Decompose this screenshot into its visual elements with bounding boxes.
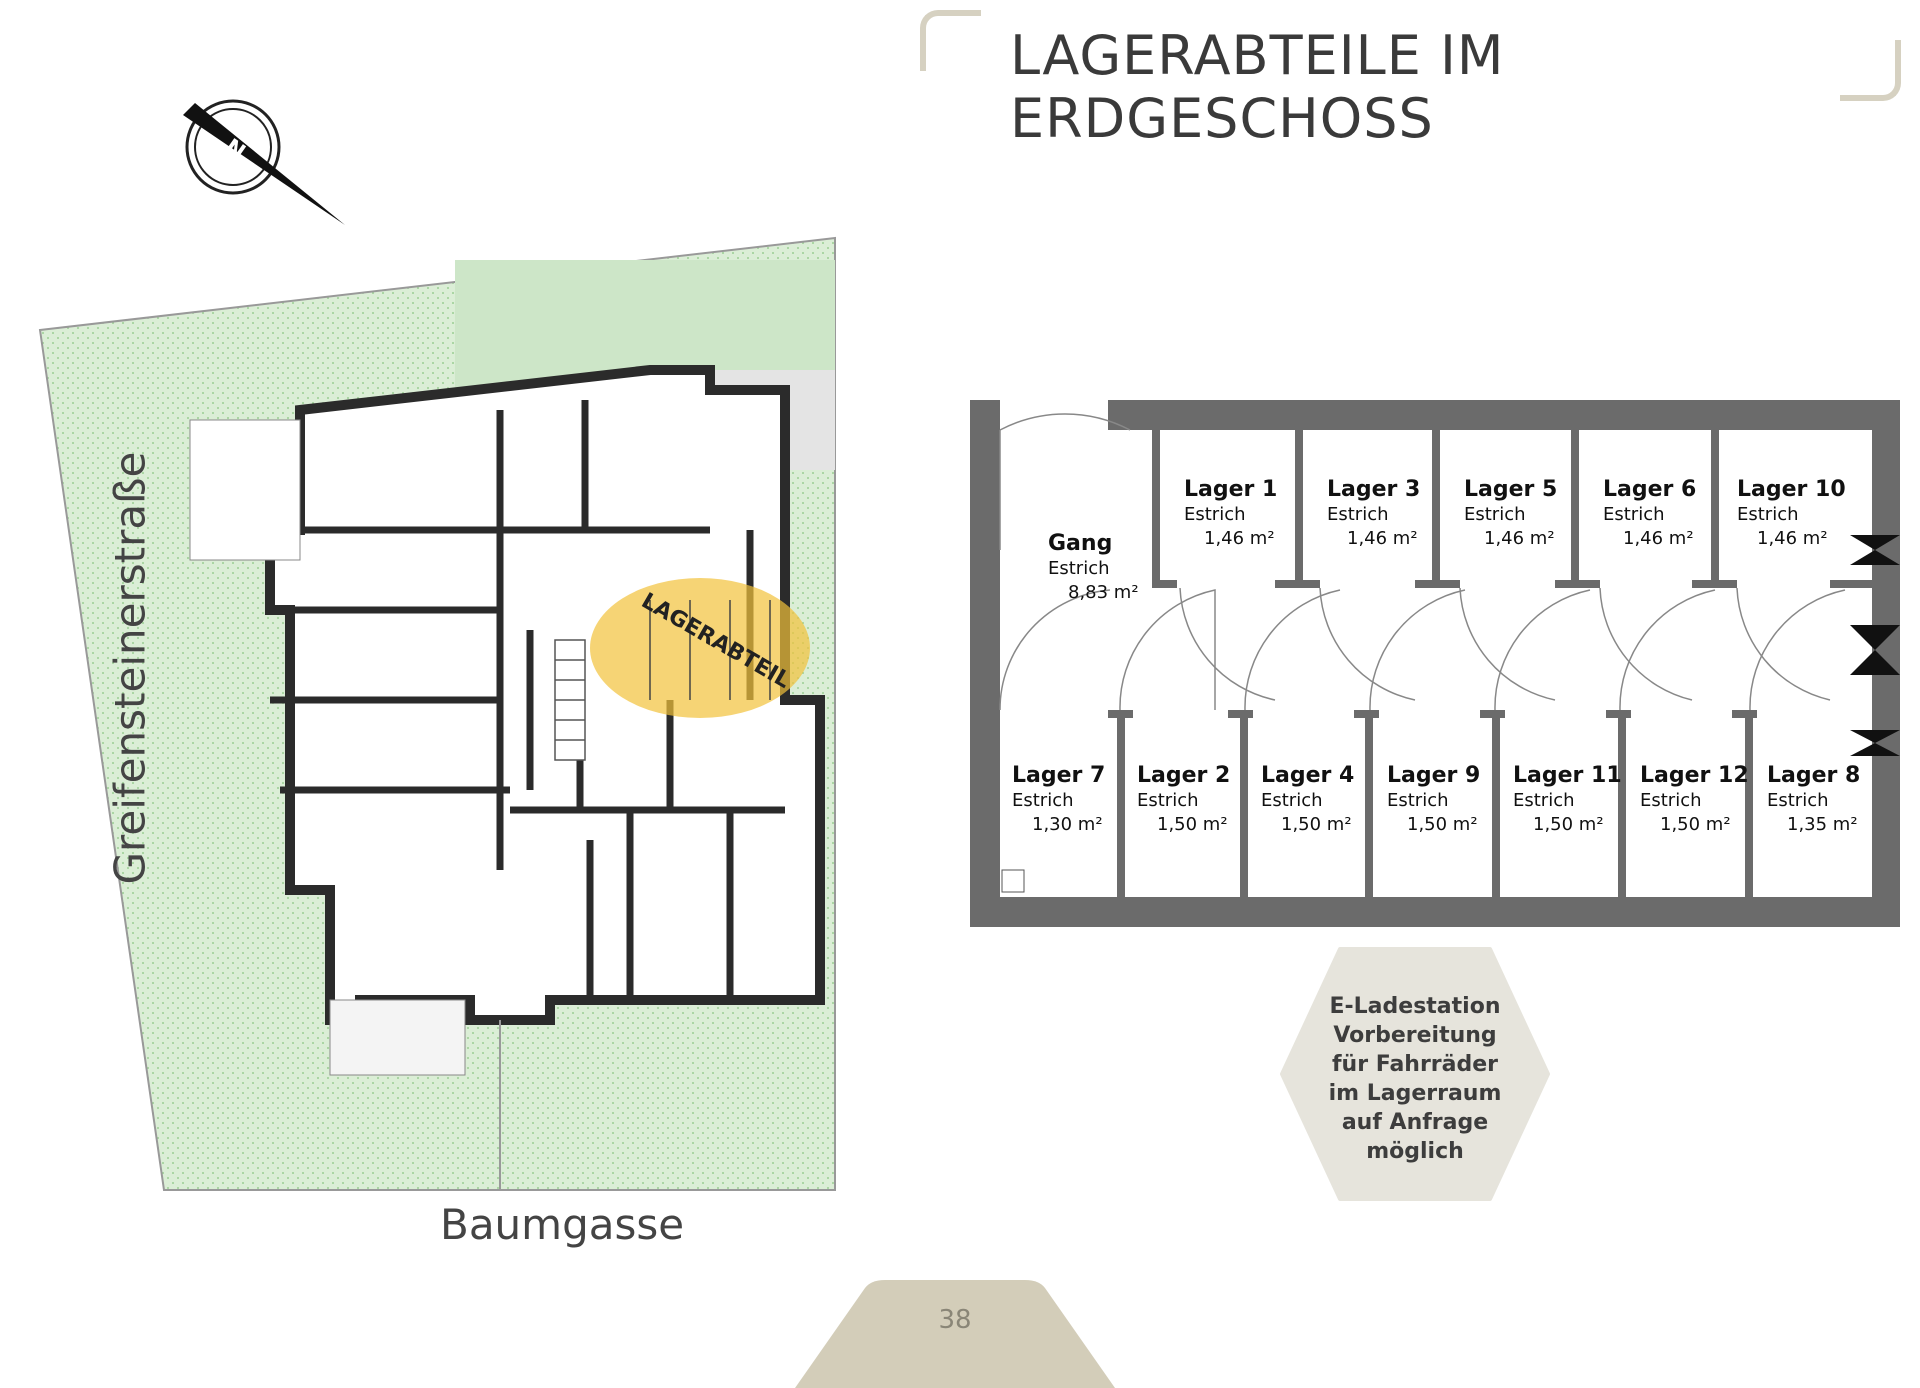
room-floor: Estrich — [1048, 558, 1110, 579]
room-name: Lager 2 — [1137, 763, 1230, 788]
room-floor: Estrich — [1184, 504, 1246, 525]
room-name: Lager 4 — [1261, 763, 1354, 788]
room-area: 1,46 m² — [1757, 528, 1828, 549]
room-floor: Estrich — [1012, 790, 1074, 811]
room-area: 1,50 m² — [1533, 814, 1604, 835]
room-name: Lager 10 — [1737, 477, 1846, 502]
compass-icon: N — [183, 99, 345, 225]
page-number: 38 — [938, 1305, 972, 1335]
room-area: 1,50 m² — [1157, 814, 1228, 835]
room-name: Lager 1 — [1184, 477, 1277, 502]
room-area: 1,35 m² — [1787, 814, 1858, 835]
room-area: 8,83 m² — [1068, 582, 1139, 603]
room-area: 1,50 m² — [1407, 814, 1478, 835]
room-area: 1,50 m² — [1281, 814, 1352, 835]
storage-highlight — [590, 578, 810, 718]
room-floor: Estrich — [1387, 790, 1449, 811]
street-label-bottom: Baumgasse — [440, 1200, 685, 1249]
title-corner-top-left — [920, 10, 981, 71]
site-plan: LAGERABTEIL — [38, 236, 836, 1191]
room-area: 1,46 m² — [1347, 528, 1418, 549]
room-floor: Estrich — [1464, 504, 1526, 525]
street-label-left: Greifensteinerstraße — [105, 451, 155, 885]
room-floor: Estrich — [1327, 504, 1389, 525]
room-name: Lager 9 — [1387, 763, 1480, 788]
room-floor: Estrich — [1767, 790, 1829, 811]
ventilation-markers — [1850, 535, 1900, 756]
room-name: Lager 6 — [1603, 477, 1696, 502]
room-floor: Estrich — [1137, 790, 1199, 811]
page-title: LAGERABTEILE IM ERDGESCHOSS — [1010, 24, 1505, 150]
room-area: 1,46 m² — [1623, 528, 1694, 549]
room-floor: Estrich — [1640, 790, 1702, 811]
room-floor: Estrich — [1737, 504, 1799, 525]
room-floor: Estrich — [1513, 790, 1575, 811]
room-area: 1,50 m² — [1660, 814, 1731, 835]
room-name: Lager 5 — [1464, 477, 1557, 502]
room-name: Lager 3 — [1327, 477, 1420, 502]
room-floor: Estrich — [1603, 504, 1665, 525]
room-name: Lager 12 — [1640, 763, 1749, 788]
room-name: Gang — [1048, 531, 1112, 556]
room-name: Lager 11 — [1513, 763, 1622, 788]
room-area: 1,30 m² — [1032, 814, 1103, 835]
room-area: 1,46 m² — [1484, 528, 1555, 549]
room-area: 1,46 m² — [1204, 528, 1275, 549]
info-badge-text: E-Ladestation Vorbereitung für Fahrräder… — [1328, 994, 1502, 1164]
info-badge-shape — [1280, 947, 1550, 1201]
page-number-tab — [795, 1280, 1115, 1388]
room-floor: Estrich — [1261, 790, 1323, 811]
room-name: Lager 7 — [1012, 763, 1105, 788]
room-name: Lager 8 — [1767, 763, 1860, 788]
title-corner-bottom-right — [1840, 40, 1901, 101]
